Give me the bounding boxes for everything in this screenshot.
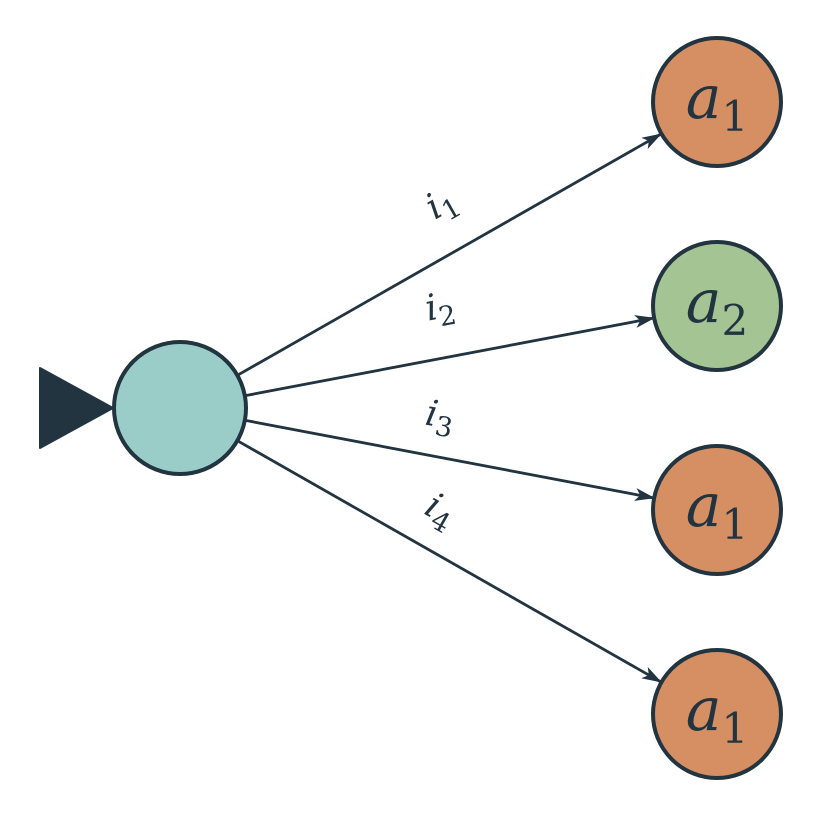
- node-a1-bottom-label: a1: [686, 675, 749, 753]
- edge-i2-label-sub: 2: [436, 300, 459, 334]
- initial-state-arrow-icon: [39, 367, 114, 449]
- edge-i1-label: i1: [419, 178, 467, 233]
- node-a1-middle: [651, 444, 783, 576]
- node-a1-middle-label-base: a: [686, 471, 722, 541]
- edge-i4-line: [236, 439, 662, 684]
- node-a1-top-label: a1: [686, 63, 749, 141]
- edge-i3-line: [244, 418, 655, 501]
- node-a1-bottom: [651, 648, 783, 780]
- edge-i3-label: i3: [421, 393, 458, 445]
- node-a2: [651, 240, 783, 372]
- edge-i2-label: i2: [422, 284, 459, 336]
- node-a2-label-base: a: [686, 267, 722, 337]
- node-a1-middle-label-sub: 1: [722, 500, 749, 549]
- node-a1-bottom-label-base: a: [686, 675, 722, 745]
- node-a1-top: [651, 36, 783, 168]
- start-state-node: [112, 340, 248, 476]
- edge-i2-line: [244, 315, 655, 398]
- node-a1-top-label-sub: 1: [722, 92, 749, 141]
- node-a1-bottom-label-sub: 1: [722, 704, 749, 753]
- node-a1-middle-label: a1: [686, 471, 749, 549]
- edge-i4-label: i4: [415, 485, 463, 540]
- node-a1-top-label-base: a: [686, 63, 722, 133]
- edge-i3-label-sub: 3: [432, 411, 455, 445]
- node-a2-label: a2: [686, 267, 749, 345]
- edge-i1-line: [236, 132, 662, 377]
- node-a2-label-sub: 2: [722, 296, 749, 345]
